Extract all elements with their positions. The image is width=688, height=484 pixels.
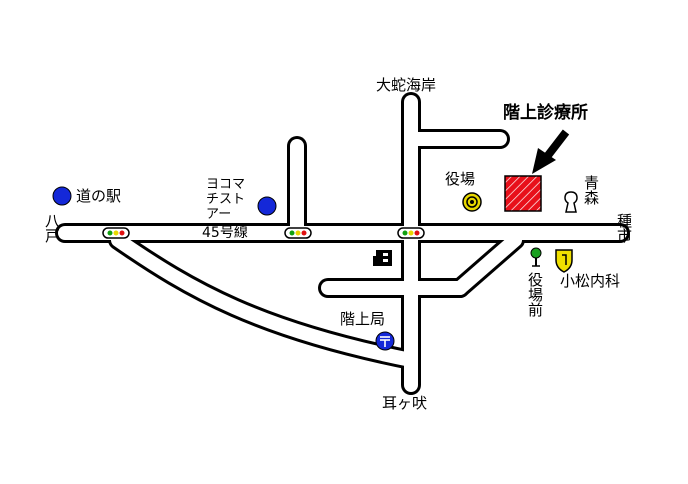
bus-stop-label: 役場前	[526, 272, 544, 317]
route-45-label: 45号線	[202, 225, 248, 241]
store-icon	[257, 196, 277, 216]
west-destination-label: 八戸	[43, 213, 61, 243]
komatsu-label: 小松内科	[560, 272, 621, 290]
clinic-icon	[504, 175, 542, 212]
arrow-icon	[532, 129, 570, 174]
traffic-light-east	[397, 227, 425, 239]
town-hall-icon	[462, 192, 482, 212]
town-hall-label: 役場	[445, 170, 476, 188]
bus-stop-icon	[530, 247, 542, 267]
michi-no-eki-icon	[52, 186, 72, 206]
keyhole-icon	[564, 191, 578, 213]
clinic-title: 階上診療所	[503, 103, 588, 123]
michi-no-eki-label: 道の駅	[76, 187, 122, 205]
south-destination-label: 耳ヶ吠	[382, 394, 428, 412]
factory-icon	[373, 250, 392, 266]
hospital-shield-icon	[555, 249, 573, 273]
east-destination-label: 種市	[615, 213, 633, 243]
road-network-fill	[58, 95, 627, 392]
post-office-label: 階上局	[340, 310, 386, 328]
north-destination-label: 大蛇海岸	[376, 76, 437, 94]
traffic-light-west	[102, 227, 130, 239]
traffic-light-center	[284, 227, 312, 239]
aomori-label: 青森	[582, 175, 600, 205]
store-label: ヨコマチストアー	[206, 177, 246, 222]
post-office-icon	[375, 331, 395, 351]
